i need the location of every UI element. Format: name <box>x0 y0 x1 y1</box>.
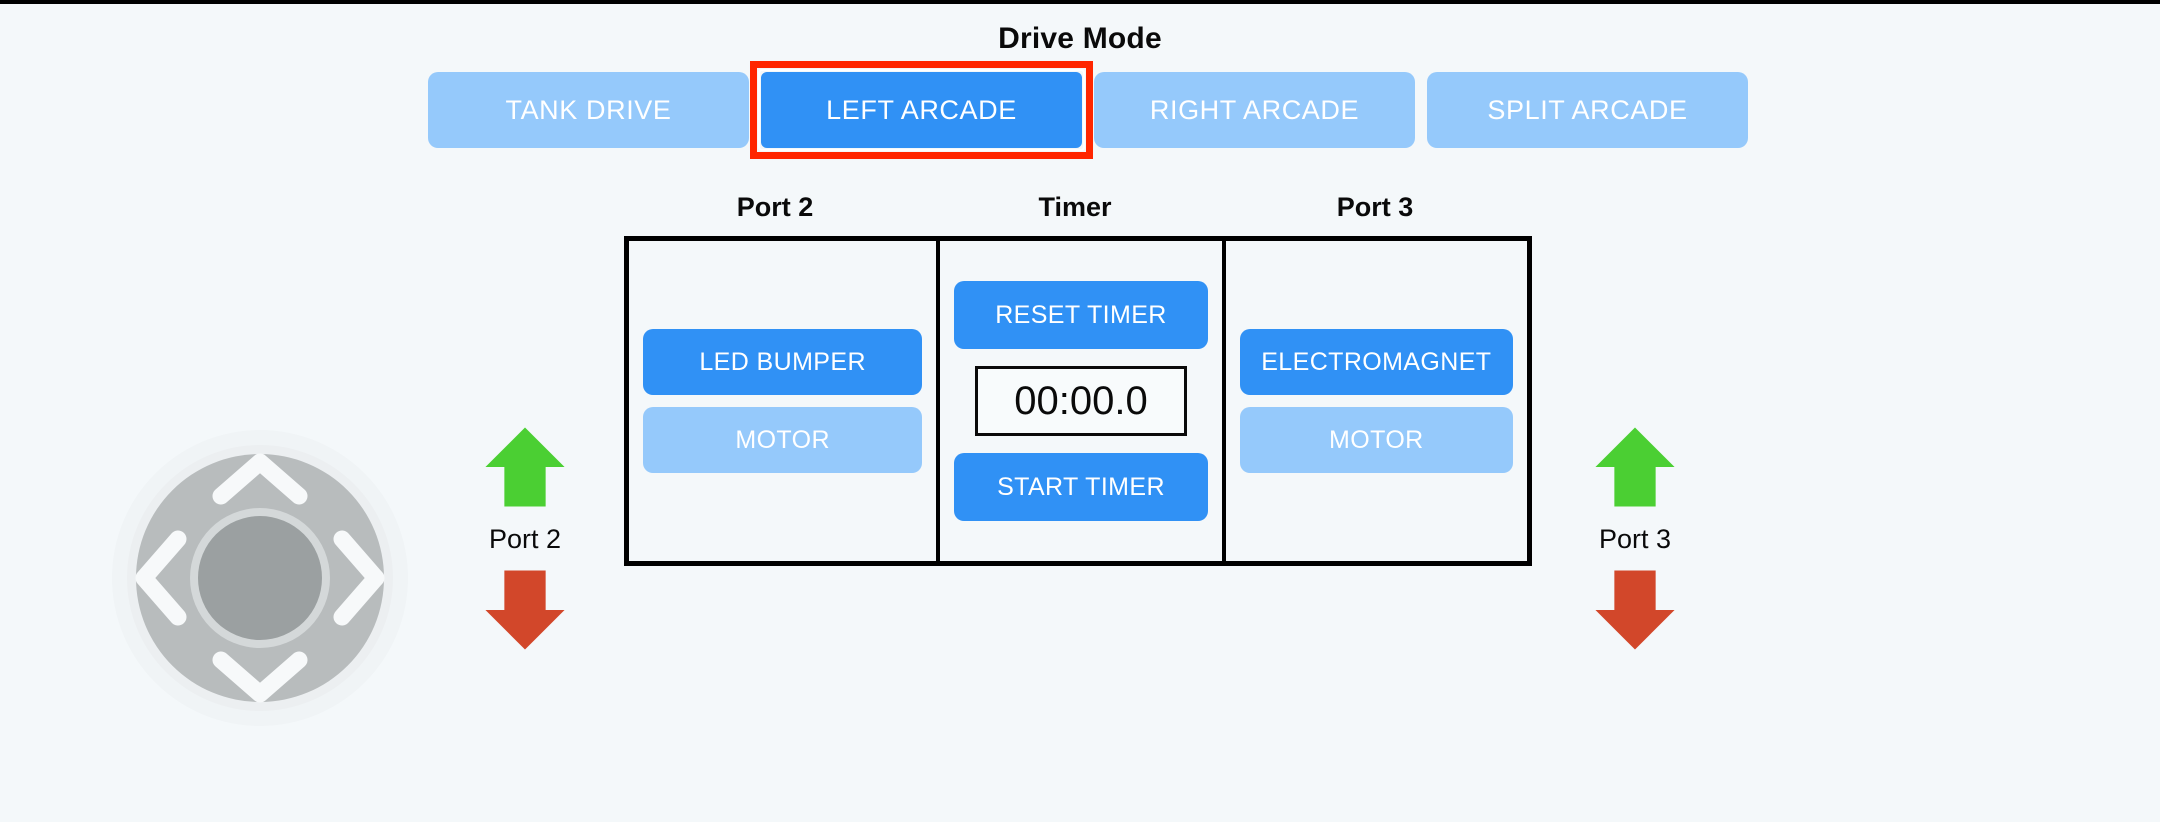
dpad-up-chevron-icon[interactable] <box>212 453 308 505</box>
led-bumper-button[interactable]: LED BUMPER <box>643 329 923 395</box>
port3-arrow-label: Port 3 <box>1598 524 1672 554</box>
top-edge-rule <box>0 0 2160 4</box>
timer-column: RESET TIMER 00:00.0 START TIMER <box>940 241 1226 561</box>
drive-mode-button-group: TANK DRIVE LEFT ARCADE RIGHT ARCADE SPLI… <box>428 61 1748 159</box>
drive-mode-right-arcade-button[interactable]: RIGHT ARCADE <box>1094 72 1415 148</box>
panel-caption-timer: Timer <box>1038 192 1112 222</box>
port3-arrow-up-icon[interactable] <box>1592 424 1678 510</box>
reset-timer-button[interactable]: RESET TIMER <box>954 281 1208 349</box>
dpad-right-chevron-icon[interactable] <box>333 530 385 626</box>
drive-mode-split-arcade-button[interactable]: SPLIT ARCADE <box>1427 72 1748 148</box>
drive-mode-option-left-arcade-wrapper: LEFT ARCADE <box>750 61 1093 159</box>
panel-caption-port2: Port 2 <box>736 192 814 222</box>
panel-caption-port3: Port 3 <box>1336 192 1414 222</box>
timer-display: 00:00.0 <box>975 366 1187 436</box>
dpad-center-knob[interactable] <box>198 516 322 640</box>
port2-motor-button[interactable]: MOTOR <box>643 407 923 473</box>
drive-mode-tank-drive-button[interactable]: TANK DRIVE <box>428 72 749 148</box>
dpad-left-chevron-icon[interactable] <box>135 530 187 626</box>
port3-arrow-down-icon[interactable] <box>1592 567 1678 653</box>
start-timer-button[interactable]: START TIMER <box>954 453 1208 521</box>
port2-arrow-up-icon[interactable] <box>482 424 568 510</box>
port3-motor-button[interactable]: MOTOR <box>1239 407 1514 473</box>
electromagnet-button[interactable]: ELECTROMAGNET <box>1239 329 1514 395</box>
drive-mode-left-arcade-button[interactable]: LEFT ARCADE <box>761 72 1082 148</box>
dpad-down-chevron-icon[interactable] <box>212 651 308 703</box>
drive-mode-option-right-arcade-wrapper: RIGHT ARCADE <box>1094 72 1415 148</box>
port2-column: LED BUMPER MOTOR <box>629 241 941 561</box>
dpad-joystick[interactable] <box>110 428 410 728</box>
port2-arrow-control: Port 2 <box>445 424 605 653</box>
page-title: Drive Mode <box>998 22 1162 55</box>
drive-mode-option-split-arcade-wrapper: SPLIT ARCADE <box>1427 72 1748 148</box>
drive-mode-option-tank-drive-wrapper: TANK DRIVE <box>428 72 749 148</box>
port3-arrow-control: Port 3 <box>1555 424 1715 653</box>
port2-arrow-down-icon[interactable] <box>482 567 568 653</box>
port3-column: ELECTROMAGNET MOTOR <box>1226 241 1527 561</box>
port2-arrow-label: Port 2 <box>488 524 562 554</box>
control-panel: LED BUMPER MOTOR RESET TIMER 00:00.0 STA… <box>624 236 1532 566</box>
